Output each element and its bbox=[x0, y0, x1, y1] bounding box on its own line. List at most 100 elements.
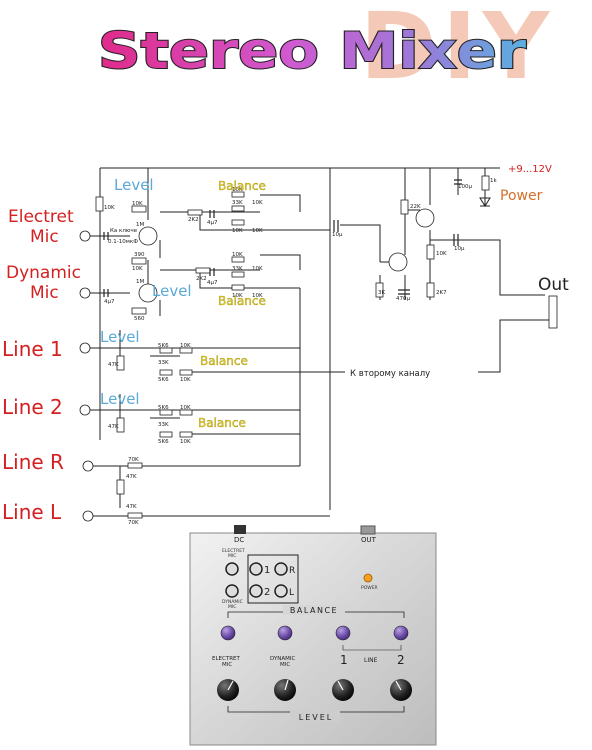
level-title: LEVEL bbox=[299, 713, 334, 722]
jack-line-2[interactable] bbox=[249, 584, 263, 598]
svg-text:33K: 33K bbox=[158, 360, 169, 366]
to-second-channel-label: К второму каналу bbox=[350, 369, 430, 379]
svg-text:10K: 10K bbox=[104, 205, 115, 211]
svg-text:Ка ключе: Ка ключе bbox=[110, 228, 138, 234]
jack-2-label: 2 bbox=[264, 587, 270, 598]
level-label-electret: Level bbox=[114, 176, 154, 194]
balance-label-electret: Balance bbox=[218, 179, 266, 193]
svg-text:10K: 10K bbox=[180, 405, 191, 411]
level-label-line1: Level bbox=[100, 328, 140, 346]
balance-knob-line2[interactable] bbox=[393, 625, 409, 641]
jack-1-label: 1 bbox=[264, 565, 270, 576]
title-banner: DIY Stereo Mixer bbox=[97, 0, 555, 100]
label-line-1: Line 1 bbox=[2, 337, 63, 361]
power-label: Power bbox=[500, 188, 543, 204]
svg-text:47K: 47K bbox=[108, 424, 119, 430]
title-main: Stereo Mixer bbox=[98, 22, 526, 80]
jack-dynamic[interactable] bbox=[225, 584, 239, 598]
level-knob-dynamic[interactable] bbox=[274, 679, 296, 701]
svg-text:22K: 22K bbox=[410, 204, 421, 210]
svg-text:47K: 47K bbox=[108, 362, 119, 368]
svg-text:10K: 10K bbox=[232, 293, 243, 299]
label-line-l: Line L bbox=[2, 500, 62, 524]
out-label: Out bbox=[538, 275, 569, 295]
svg-text:10K: 10K bbox=[232, 228, 243, 234]
balance-knob-electret[interactable] bbox=[220, 625, 236, 641]
power-led-symbol bbox=[479, 197, 491, 207]
svg-text:10K: 10K bbox=[252, 266, 263, 272]
schematic-wires bbox=[85, 167, 550, 517]
balance-knob-dynamic[interactable] bbox=[277, 625, 293, 641]
schematic-capacitors bbox=[103, 179, 462, 297]
level-knob-line2[interactable] bbox=[390, 679, 412, 701]
title-overlay-diy: DIY bbox=[360, 0, 555, 100]
dc-jack[interactable] bbox=[234, 525, 246, 534]
balance-label-line2: Balance bbox=[198, 416, 246, 430]
svg-text:10μ: 10μ bbox=[332, 232, 343, 238]
level-knob-electret[interactable] bbox=[217, 679, 239, 701]
svg-text:1M: 1M bbox=[136, 279, 144, 285]
svg-text:2K7: 2K7 bbox=[436, 290, 447, 296]
svg-text:10K: 10K bbox=[252, 228, 263, 234]
svg-text:560: 560 bbox=[134, 316, 145, 322]
knob-line-label: LINE bbox=[364, 657, 378, 664]
svg-text:5K6: 5K6 bbox=[158, 405, 169, 411]
svg-text:470μ: 470μ bbox=[396, 296, 410, 302]
svg-text:3K: 3K bbox=[378, 290, 385, 296]
svg-text:10K: 10K bbox=[180, 343, 191, 349]
balance-title: BALANCE bbox=[290, 606, 338, 615]
svg-text:2K2: 2K2 bbox=[196, 276, 207, 282]
svg-text:4μ7: 4μ7 bbox=[207, 280, 218, 286]
jack-electret[interactable] bbox=[225, 562, 239, 576]
svg-text:33K: 33K bbox=[232, 266, 243, 272]
svg-text:47K: 47K bbox=[126, 474, 137, 480]
svg-text:33K: 33K bbox=[158, 422, 169, 428]
svg-text:10K: 10K bbox=[232, 187, 243, 193]
svg-text:2K2: 2K2 bbox=[188, 217, 199, 223]
jack-r-label: R bbox=[289, 566, 295, 576]
power-led bbox=[363, 573, 373, 583]
svg-text:1M: 1M bbox=[136, 222, 144, 228]
schematic-components bbox=[79, 175, 558, 522]
level-label-dynamic: Level bbox=[152, 282, 192, 300]
svg-text:10K: 10K bbox=[180, 439, 191, 445]
jack-line-l[interactable] bbox=[274, 584, 288, 598]
svg-text:1k: 1k bbox=[490, 178, 497, 184]
svg-text:390: 390 bbox=[134, 252, 145, 258]
jack-line-r[interactable] bbox=[274, 562, 288, 576]
svg-text:5K6: 5K6 bbox=[158, 439, 169, 445]
svg-text:4μ7: 4μ7 bbox=[104, 299, 115, 305]
svg-text:10K: 10K bbox=[252, 200, 263, 206]
dc-label: DC bbox=[234, 536, 244, 544]
function-labels: Level Level Level Level Balance Balance … bbox=[100, 164, 569, 430]
knob-2-label: 2 bbox=[397, 653, 405, 667]
svg-text:70K: 70K bbox=[128, 457, 139, 463]
svg-text:10μ: 10μ bbox=[454, 246, 465, 252]
label-line-r: Line R bbox=[2, 450, 64, 474]
jack-l-label: L bbox=[289, 588, 294, 598]
knob-1-label: 1 bbox=[340, 653, 348, 667]
balance-label-line1: Balance bbox=[200, 354, 248, 368]
svg-text:10K: 10K bbox=[132, 266, 143, 272]
svg-text:5K6: 5K6 bbox=[158, 377, 169, 383]
out-jack[interactable] bbox=[360, 525, 376, 535]
balance-knob-line1[interactable] bbox=[335, 625, 351, 641]
level-knob-line1[interactable] bbox=[332, 679, 354, 701]
svg-text:47K: 47K bbox=[126, 504, 137, 510]
component-values: 10K 10K 1M 390 2K2 4μ7 10K 33K 10K 10K 1… bbox=[104, 178, 497, 526]
out-label-panel: OUT bbox=[361, 536, 377, 544]
jack-line-1[interactable] bbox=[249, 562, 263, 576]
supply-label: +9...12V bbox=[508, 164, 552, 175]
svg-text:10K: 10K bbox=[180, 377, 191, 383]
svg-text:5K6: 5K6 bbox=[158, 343, 169, 349]
svg-text:4μ7: 4μ7 bbox=[207, 220, 218, 226]
balance-label-dynamic: Balance bbox=[218, 294, 266, 308]
panel-power-label: POWER bbox=[361, 585, 378, 591]
